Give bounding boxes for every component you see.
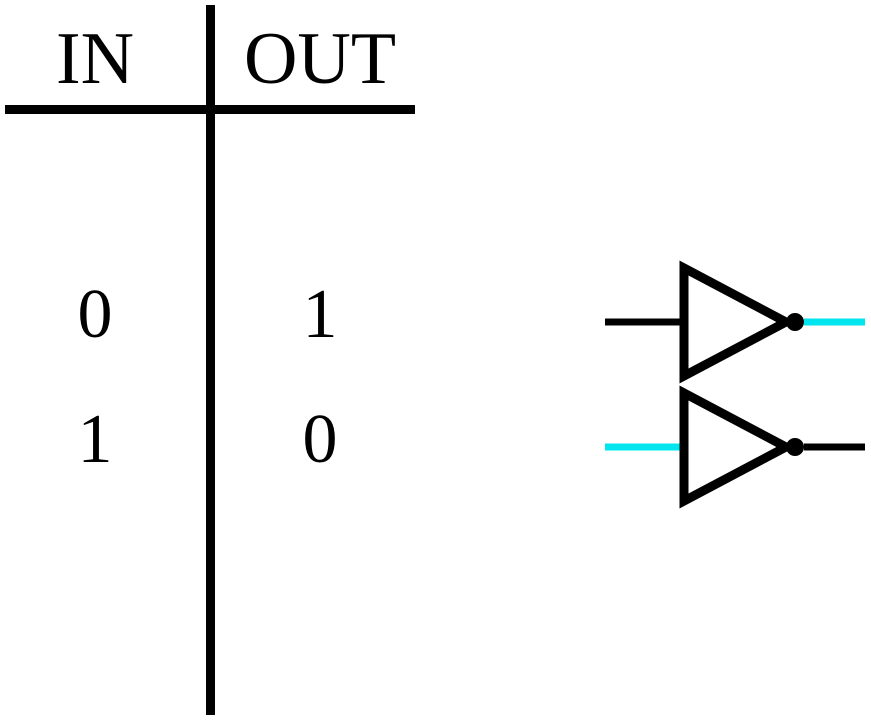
- not-gate-diagrams: [605, 260, 865, 509]
- gate-1-triangle: [679, 385, 796, 509]
- gate-1-inversion-bubble: [786, 438, 804, 456]
- gate-0-inversion-bubble: [786, 313, 804, 331]
- table-header-rule: [5, 105, 415, 114]
- gate-0-triangle: [679, 260, 796, 384]
- table-cell-out-row-0: 1: [302, 276, 338, 353]
- not-gate-icon: [605, 260, 865, 384]
- truth-table: IN OUT 0 1 1 0: [0, 0, 420, 720]
- table-cell-in-row-0: 0: [77, 276, 113, 353]
- table-vertical-rule: [206, 5, 215, 715]
- not-gate-icon: [605, 385, 865, 509]
- header-in: IN: [55, 18, 135, 100]
- table-cell-in-row-1: 1: [77, 401, 113, 478]
- header-out: OUT: [243, 18, 397, 100]
- table-cell-out-row-1: 0: [302, 401, 338, 478]
